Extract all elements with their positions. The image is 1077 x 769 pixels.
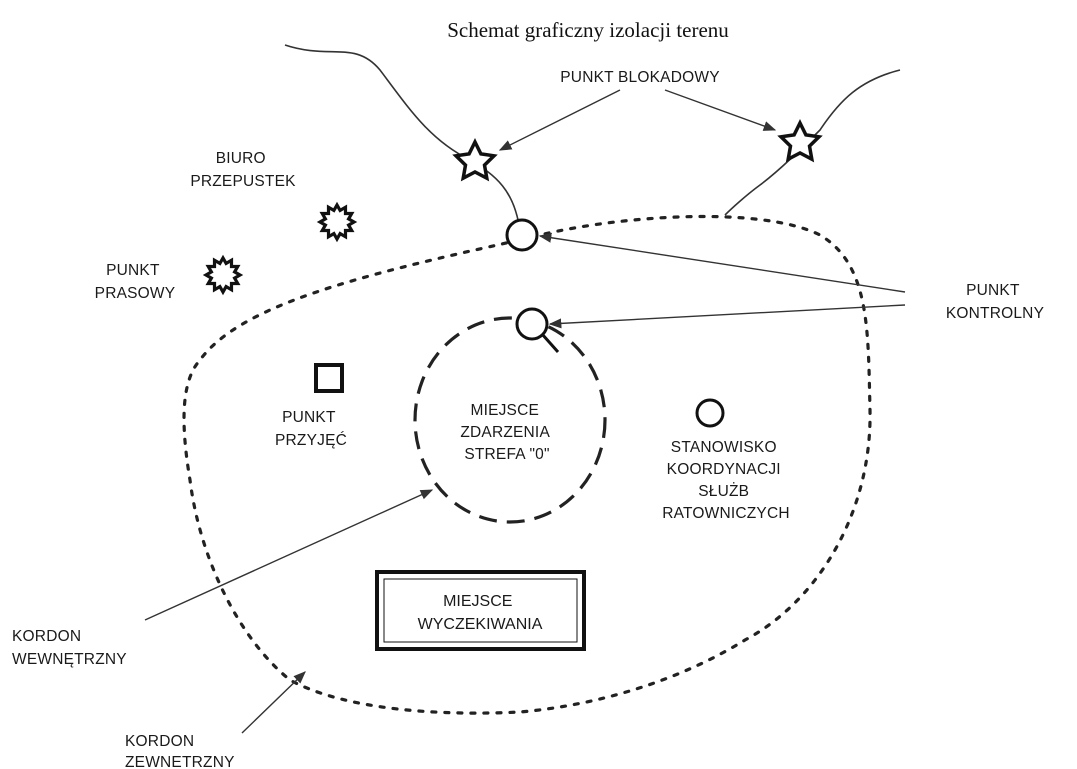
inner-cordon	[413, 316, 607, 524]
arrow-kordon-zewnetrzny	[241, 671, 306, 734]
label-biuro-przepustek: BIURO PRZEPUSTEK	[190, 150, 296, 190]
sun-gear-icon	[202, 254, 244, 296]
label-kordon-wewnetrzny: KORDON WEWNĘTRZNY	[12, 628, 127, 668]
label-punkt-kontrolny: PUNKT KONTROLNY	[946, 282, 1044, 322]
checkpoint-inner-stem	[540, 333, 560, 353]
checkpoint-inner-icon	[515, 307, 549, 341]
coordination-post-icon	[695, 398, 725, 428]
label-miejsce-zdarzenia: MIEJSCE ZDARZENIA STREFA "0"	[460, 402, 553, 463]
arrow-blokada-left	[498, 89, 621, 151]
sun-gear-icon	[316, 201, 358, 243]
arrow-kontrolny-inner	[548, 304, 906, 329]
star-icon	[777, 119, 823, 163]
arrow-kontrolny-outer	[538, 232, 906, 293]
road-left	[284, 44, 521, 233]
outer-cordon	[182, 214, 872, 715]
label-stanowisko: STANOWISKO KOORDYNACJI SŁUŻB RATOWNICZYC…	[662, 439, 790, 522]
waiting-area-box	[375, 570, 586, 651]
star-icon	[452, 138, 498, 182]
arrow-blokada-right	[664, 89, 777, 131]
label-punkt-blokadowy: PUNKT BLOKADOWY	[560, 69, 719, 86]
label-kordon-zewnetrzny: KORDON ZEWNETRZNY	[125, 733, 235, 769]
diagram-title: Schemat graficzny izolacji terenu	[447, 18, 729, 42]
checkpoint-outer-icon	[505, 218, 539, 252]
label-punkt-przyjec: PUNKT PRZYJĘĆ	[275, 409, 347, 449]
arrow-kordon-wewnetrzny	[144, 489, 434, 621]
waiting-area-inner	[383, 578, 578, 643]
square-icon	[314, 363, 344, 393]
label-punkt-prasowy: PUNKT PRASOWY	[95, 262, 176, 302]
label-miejsce-wyczekiwania: MIEJSCE WYCZEKIWANIA	[418, 593, 543, 633]
